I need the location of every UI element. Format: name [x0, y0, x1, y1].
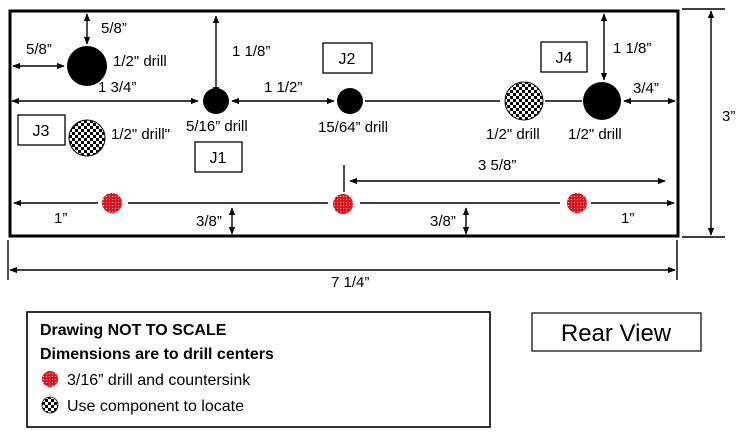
checkered-circle-icon — [68, 119, 106, 157]
legend-title: Drawing NOT TO SCALE — [40, 322, 227, 339]
drill-hole-j4 — [583, 82, 621, 120]
jack-label-j1: J1 — [210, 150, 227, 167]
dim-7-1-4: 7 1/4” — [331, 274, 369, 291]
red-dotted-circle-icon — [42, 371, 58, 387]
jack-label-j3: J3 — [33, 123, 50, 140]
checkered-circle-icon — [41, 396, 59, 414]
dim-1-right: 1” — [621, 210, 634, 227]
dim-1-1-8-a: 1 1/8” — [232, 43, 270, 60]
dim-5-8-top: 5/8” — [101, 20, 127, 37]
drill-hole-top-left — [67, 46, 107, 86]
view-label: Rear View — [561, 320, 672, 347]
countersink-hole-right — [567, 193, 587, 213]
checkered-circle-icon — [504, 81, 544, 121]
countersink-hole-middle — [333, 194, 353, 214]
hole-label-top-left: 1/2" drill — [113, 53, 167, 70]
dim-1-3-4: 1 3/4” — [98, 79, 136, 96]
dim-3-8-a: 3/8” — [196, 213, 222, 230]
hole-label-j4: 1/2" drill — [568, 126, 622, 143]
view-label-box — [531, 312, 702, 352]
hole-label-j3: 1/2" drill" — [111, 126, 170, 143]
panel-outline — [8, 9, 680, 238]
hole-label-checker-right: 1/2" drill — [486, 126, 540, 143]
drill-hole-5-16 — [203, 88, 229, 114]
jack-box-j3 — [17, 114, 66, 146]
jack-box-j1 — [194, 141, 243, 173]
hole-label-5-16: 5/16” drill — [186, 118, 248, 135]
dim-3-8-b: 3/8” — [430, 213, 456, 230]
jack-label-j2: J2 — [339, 51, 356, 68]
dim-5-8-left: 5/8” — [26, 41, 52, 58]
legend-subtitle: Dimensions are to drill centers — [40, 346, 274, 363]
jack-box-j4 — [540, 41, 588, 73]
dim-3: 3” — [722, 108, 735, 125]
dim-1-1-2: 1 1/2” — [264, 79, 302, 96]
dim-1-1-8-b: 1 1/8” — [613, 40, 651, 57]
hole-label-15-64: 15/64” drill — [318, 119, 388, 136]
jack-box-j2 — [322, 42, 373, 74]
legend-box — [26, 311, 491, 428]
legend-item-locate: Use component to locate — [67, 398, 244, 415]
countersink-hole-left — [102, 193, 122, 213]
dim-3-5-8: 3 5/8” — [478, 157, 516, 174]
drill-hole-15-64 — [337, 88, 363, 114]
legend-item-countersink: 3/16” drill and countersink — [67, 372, 251, 389]
jack-label-j4: J4 — [556, 50, 573, 67]
dim-1-left: 1” — [54, 210, 67, 227]
dim-3-4: 3/4” — [633, 80, 659, 97]
